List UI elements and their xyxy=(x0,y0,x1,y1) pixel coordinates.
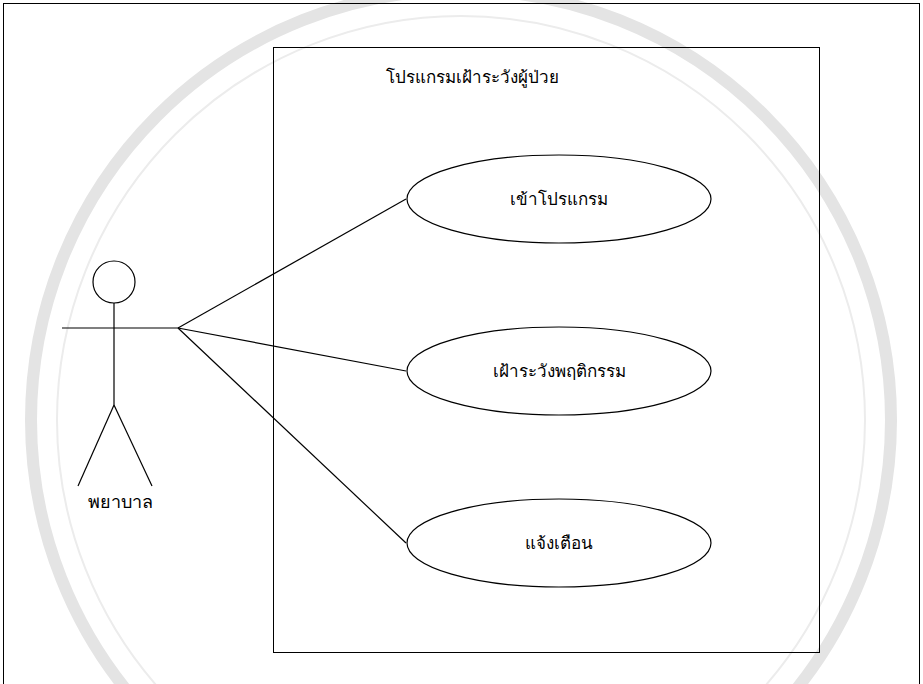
actor-name: พยาบาล xyxy=(88,490,153,513)
association-line xyxy=(178,199,406,328)
watermark-ring xyxy=(57,16,865,684)
association-line xyxy=(178,328,406,543)
actor-head xyxy=(93,261,135,303)
use-case-ellipse: เข้าโปรแกรม xyxy=(406,154,712,244)
association-line xyxy=(178,328,406,371)
actor-body xyxy=(113,303,114,405)
ellipse-shape xyxy=(407,155,711,243)
outer-frame xyxy=(4,4,920,684)
actor-leg xyxy=(78,405,114,486)
use-case-label: เข้าโปรแกรม xyxy=(510,188,608,210)
system-boundary: โปรแกรมเฝ้าระวังผู้ป่วยเข้าโปรแกรมเฝ้าระ… xyxy=(273,47,820,653)
ellipse-shape xyxy=(407,327,711,415)
use-case-ellipse: แจ้งเตือน xyxy=(406,498,712,588)
actor-leg xyxy=(114,405,152,486)
actor-arms xyxy=(62,327,178,328)
watermark-ring xyxy=(31,0,891,684)
stick-figure xyxy=(50,258,178,523)
use-case-label: เฝ้าระวังพฤติกรรม xyxy=(493,360,626,382)
ellipse-shape xyxy=(407,499,711,587)
use-case-ellipse: เฝ้าระวังพฤติกรรม xyxy=(406,326,712,416)
actor-figure: พยาบาล xyxy=(50,258,178,523)
system-title: โปรแกรมเฝ้าระวังผู้ป่วย xyxy=(386,66,559,88)
use-case-label: แจ้งเตือน xyxy=(525,532,593,554)
